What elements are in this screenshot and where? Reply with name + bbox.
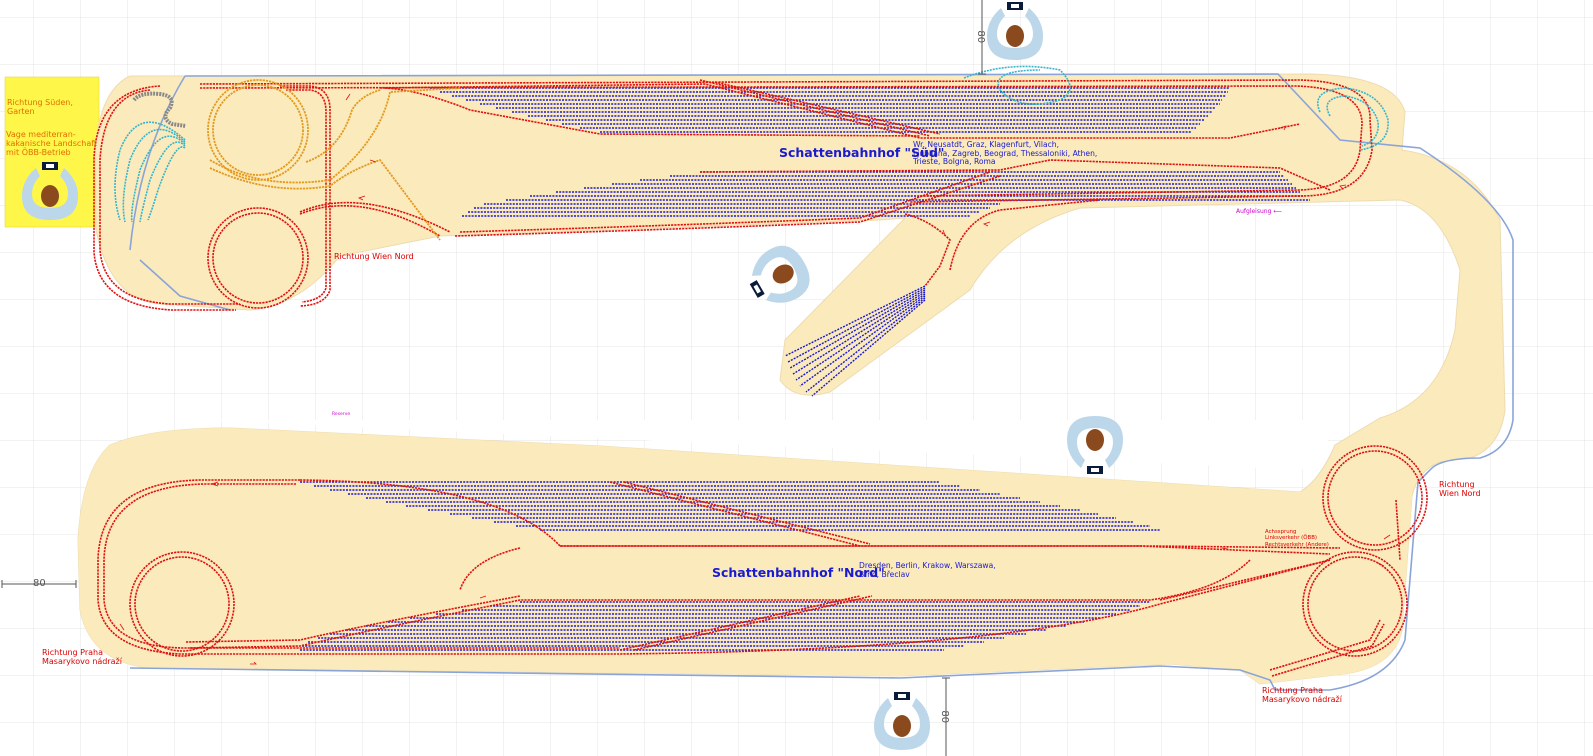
baseboard-gap [120, 420, 1340, 470]
helix-lower-right-bottom [1302, 551, 1408, 657]
yard-sued-upper [430, 87, 1230, 133]
wall-outline [129, 73, 1514, 691]
station-sued-cities: Wr. Neusatdt, Graz, Klagenfurt, Vilach, … [913, 140, 1098, 167]
label-richtung-wien-nord-right: Richtung Wien Nord [1439, 480, 1481, 499]
helix-lower-left [129, 551, 235, 657]
yard-fan [784, 285, 926, 397]
helix-lower-right-top [1322, 445, 1428, 551]
direction-arrow-icon [119, 93, 1391, 665]
label-richtung-wien-nord-top: Richtung Wien Nord [334, 252, 414, 261]
tracks-red-upper [93, 79, 1373, 311]
station-nord-cities: Dresden, Berlin, Krakow, Warszawa, Brno,… [859, 561, 996, 579]
label-achssprung: Achssprung Linksverkehr (ÖBB) Rechtsverk… [1265, 529, 1329, 548]
helix-upper-left [207, 207, 309, 309]
baseboard-lower [78, 428, 1412, 684]
helix-upper-orange [207, 79, 461, 241]
label-richtung-sueden: Richtung Süden, Garten [7, 98, 73, 117]
tracks-cyan [114, 65, 1389, 223]
yard-nord-upper [300, 481, 1160, 531]
label-aufgleisung: Aufgleisung ⟵ [1236, 208, 1282, 215]
label-richtung-praha-left: Richtung Praha Masarykovo nádraží [42, 648, 122, 667]
label-reserve: Reserve [332, 412, 351, 417]
tracks-red-lower [97, 479, 1401, 677]
tracks-grey [132, 91, 187, 128]
label-richtung-praha-right: Richtung Praha Masarykovo nádraží [1262, 686, 1342, 705]
station-sued-title: Schattenbahnhof "Süd" [779, 145, 945, 160]
station-nord-title: Schattenbahnhof "Nord" [712, 565, 885, 580]
dimension-bottom-label: 80 [939, 710, 951, 724]
dimension-left-label: 80 [33, 578, 46, 589]
dimension-top-label: 80 [975, 30, 987, 44]
label-vage-landschaft: Vage mediterran- kakanische Landschaft m… [6, 130, 98, 158]
yard-nord-lower [300, 601, 1150, 651]
dimension-line-icon [1, 0, 986, 756]
